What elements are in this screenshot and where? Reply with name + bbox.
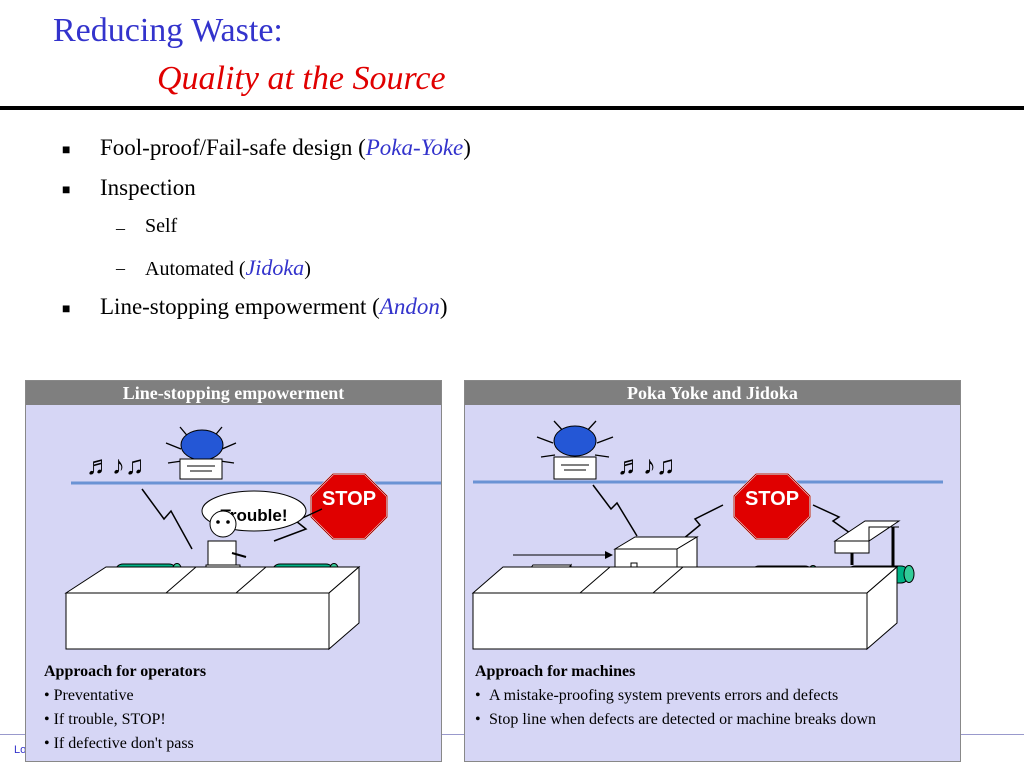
lamp-base	[179, 458, 223, 480]
poka-yoke-panel: Poka Yoke and Jidoka ♬♪♫ STOP	[464, 380, 961, 762]
footer-text: Lo	[14, 744, 27, 756]
operator-approach-heading: Approach for operators	[44, 663, 207, 680]
sub-bullet-jidoka: Automated (Jidoka)	[145, 255, 311, 280]
bullet-andon: Line-stopping empowerment (Andon)	[100, 294, 448, 319]
conveyor-front	[472, 592, 868, 650]
panel-header: Poka Yoke and Jidoka	[465, 381, 960, 405]
signal-bolt	[682, 504, 724, 540]
signal-bolt	[592, 484, 638, 537]
line-stopping-panel: Line-stopping empowerment ♬♪♫ STOP Troub…	[25, 380, 442, 762]
machine-illustration: ♬♪♫ STOP	[471, 420, 943, 651]
stop-label: STOP	[322, 488, 376, 510]
conveyor-front	[65, 592, 330, 650]
music-notes-icon: ♬♪♫	[617, 450, 676, 480]
signal-bolt	[141, 488, 193, 550]
light-rays	[536, 420, 614, 458]
stop-label: STOP	[745, 488, 799, 510]
signal-bolt	[812, 504, 851, 534]
bullet-poka-yoke: Fool-proof/Fail-safe design (Poka-Yoke)	[100, 135, 471, 160]
operator-body	[207, 540, 237, 568]
panel-header: Line-stopping empowerment	[26, 381, 441, 405]
music-notes-icon: ♬♪♫	[86, 450, 145, 480]
press-arm	[833, 520, 901, 542]
machine-approach-list: Approach for machines •A mistake-proofin…	[475, 660, 945, 732]
conveyor-top	[64, 566, 361, 594]
andon-lamp-icon	[553, 425, 597, 457]
lamp-base	[553, 456, 597, 480]
operator-approach-list: Approach for operators • Preventative • …	[44, 660, 206, 756]
sub-bullet-marker: –	[116, 258, 125, 278]
conveyor-side	[866, 565, 898, 651]
conveyor-top	[471, 566, 899, 594]
sub-bullet-self: Self	[145, 215, 178, 237]
bullet-marker: ■	[62, 183, 71, 198]
conveyor-side	[328, 565, 360, 651]
andon-lamp-icon	[180, 429, 224, 461]
machine-approach-heading: Approach for machines	[475, 663, 636, 680]
bullet-marker: ■	[62, 143, 71, 158]
list-item: • If trouble, STOP!	[44, 711, 166, 728]
speech-text: Trouble!	[220, 506, 287, 525]
title-divider	[0, 106, 1024, 110]
operator-illustration: ♬♪♫ STOP Trouble!	[64, 426, 441, 651]
list-item: • If defective don't pass	[44, 735, 194, 752]
bullet-inspection: Inspection	[100, 175, 196, 200]
page-title: Reducing Waste:	[53, 12, 283, 49]
page-subtitle: Quality at the Source	[157, 60, 446, 97]
sub-bullet-marker: –	[116, 218, 125, 238]
list-item: •Stop line when defects are detected or …	[475, 711, 876, 728]
list-item: •A mistake-proofing system prevents erro…	[475, 687, 839, 704]
bullet-marker: ■	[62, 302, 71, 317]
list-item: • Preventative	[44, 687, 134, 704]
signal-bolt	[273, 508, 323, 542]
operator-head	[209, 510, 237, 538]
